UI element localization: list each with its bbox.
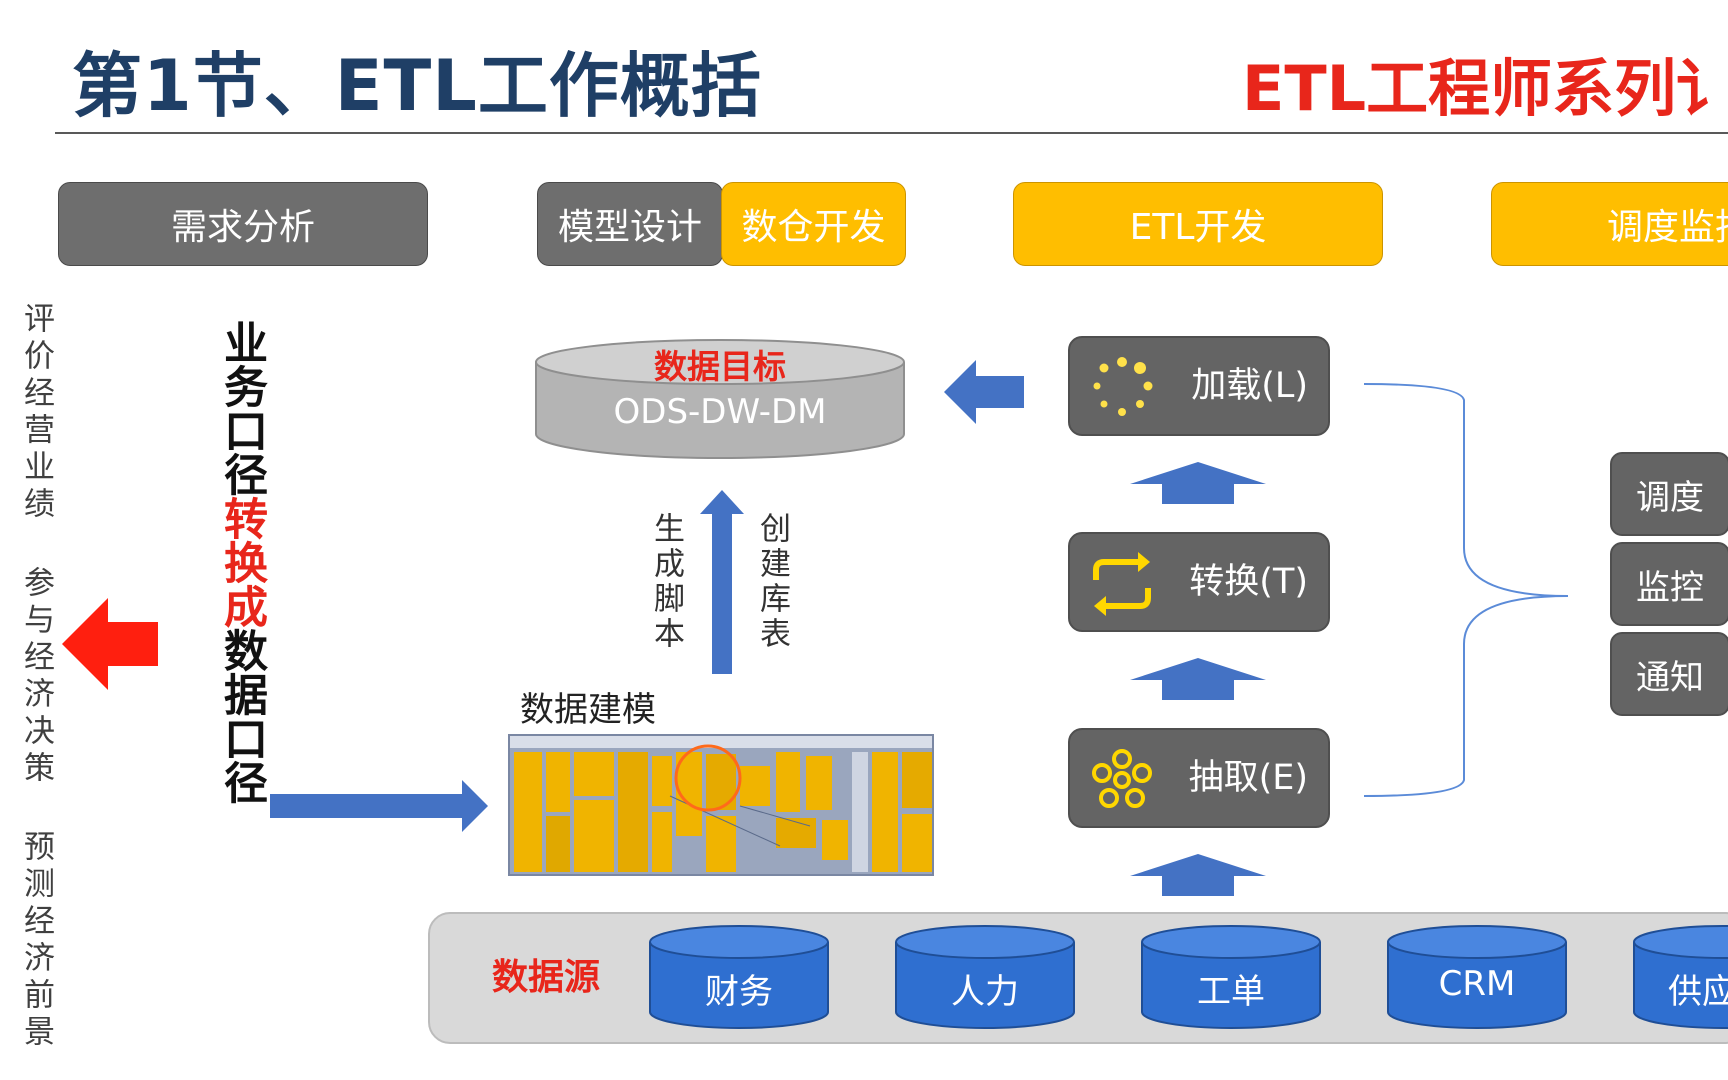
etl-brace <box>1363 383 1569 797</box>
load-step-label: 加载(L) <box>1191 366 1308 406</box>
load-step: 加载(L) <box>1068 336 1330 436</box>
source-workorder-label: 工单 <box>1197 972 1265 1012</box>
data-target-cylinder <box>535 339 905 459</box>
source-crm: CRM <box>1386 924 1568 1030</box>
database-cylinder-icon <box>649 925 829 1029</box>
source-to-extract-arrow <box>1130 854 1266 896</box>
data-modeling-label: 数据建模 <box>520 690 656 730</box>
notify-box: 通知 <box>1610 632 1728 716</box>
create-tables-text: 创建库表 <box>754 512 790 652</box>
source-supply-label: 供应 <box>1668 972 1728 1012</box>
schedule-box: 调度 <box>1610 452 1728 536</box>
database-cylinder-icon <box>895 925 1075 1029</box>
red-left-arrow <box>62 598 158 690</box>
source-finance: 财务 <box>648 924 830 1030</box>
series-title: ETL工程师系列讠 <box>1242 52 1728 125</box>
caliber-conversion-text: 业务口径转换成数据口径 <box>212 320 270 804</box>
biz-caliber-text: 业务口径 <box>216 320 267 496</box>
load-to-target-arrow <box>944 360 1024 424</box>
source-supply: 供应 <box>1632 924 1728 1030</box>
extract-step: 抽取(E) <box>1068 728 1330 828</box>
dots-ring-icon <box>1093 357 1153 416</box>
source-hr-label: 人力 <box>951 972 1019 1012</box>
transform-step-label: 转换(T) <box>1189 562 1308 602</box>
extract-to-transform-arrow <box>1130 658 1266 700</box>
extract-step-label: 抽取(E) <box>1188 758 1308 798</box>
transform-step: 转换(T) <box>1068 532 1330 632</box>
source-finance-label: 财务 <box>705 972 773 1012</box>
database-cylinder-icon <box>1387 925 1567 1029</box>
data-source-label: 数据源 <box>492 957 601 998</box>
phase-schedule-monitor: 调度监拄 <box>1491 182 1728 266</box>
source-crm-label: CRM <box>1438 964 1516 1004</box>
flower-nodes-icon <box>1092 749 1152 808</box>
convert-text: 转换成 <box>216 496 267 628</box>
generate-script-text: 生成脚本 <box>648 512 684 652</box>
repeat-cycle-icon <box>1093 552 1151 616</box>
database-cylinder-icon <box>1141 925 1321 1029</box>
data-layers-label: ODS-DW-DM <box>613 392 827 432</box>
data-caliber-text: 数据口径 <box>216 628 267 804</box>
phase-model-design: 模型设计 <box>537 182 723 266</box>
data-target-label: 数据目标 <box>654 347 786 386</box>
transform-to-load-arrow <box>1130 462 1266 504</box>
title-divider <box>55 132 1728 134</box>
phase-requirement-analysis: 需求分析 <box>58 182 428 266</box>
modeling-up-arrow <box>700 490 744 674</box>
monitor-box: 监控 <box>1610 542 1728 626</box>
business-goals-text: 评价经营业绩 参与经济决策 预测经济前景 <box>18 302 54 1052</box>
source-hr: 人力 <box>894 924 1076 1030</box>
data-model-screenshot <box>508 734 934 876</box>
slide-title: 第1节、ETL工作概括 <box>72 45 762 127</box>
blue-right-arrow <box>270 780 488 832</box>
phase-etl-dev: ETL开发 <box>1013 182 1383 266</box>
source-workorder: 工单 <box>1140 924 1322 1030</box>
phase-warehouse-dev: 数仓开发 <box>721 182 906 266</box>
database-cylinder-icon <box>1633 925 1728 1029</box>
